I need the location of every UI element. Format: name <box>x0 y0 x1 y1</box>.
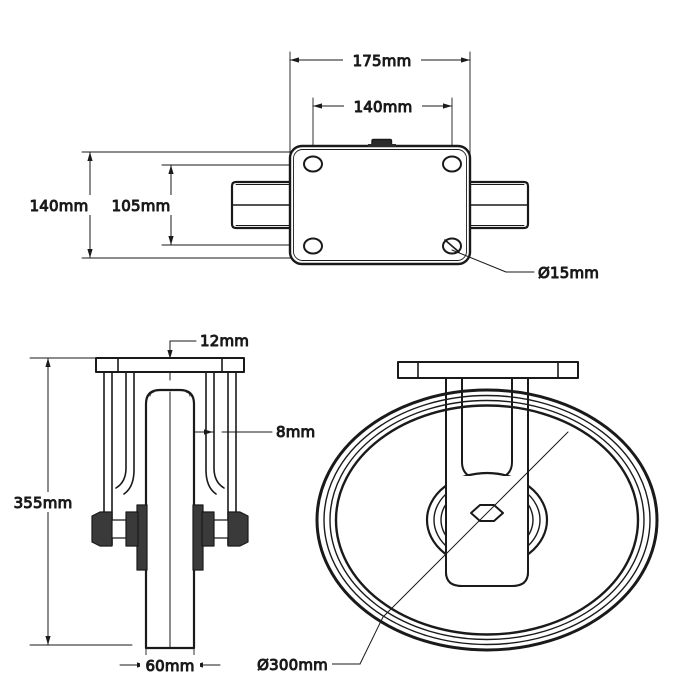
top-view-extension-lines <box>81 51 471 259</box>
side-view-top-plate <box>95 357 245 373</box>
dimension-label-12mm: 12mm <box>200 332 249 350</box>
top-view-right-axle <box>466 180 530 230</box>
dimension-label-8mm: 8mm <box>276 423 315 441</box>
side-view-fork-left <box>103 371 135 546</box>
dimension-wheel-diameter-300mm: Ø300mm <box>248 431 569 675</box>
top-view-group: 175mm 140mm 140mm 10 <box>20 50 599 283</box>
dimension-105mm: 105mm <box>102 164 180 246</box>
dimension-label-175mm: 175mm <box>353 52 412 70</box>
side-view-wheel-body <box>144 388 196 650</box>
top-view-bolt-holes <box>303 155 462 255</box>
front-view-group: Ø300mm <box>248 361 659 675</box>
dimension-12mm: 12mm <box>167 332 249 381</box>
dimension-label-300mm: Ø300mm <box>257 656 328 674</box>
dimension-355mm: 355mm <box>3 357 133 646</box>
dimension-140mm-width: 140mm <box>20 151 98 259</box>
dimension-8mm: 8mm <box>192 423 316 442</box>
dimension-label-60mm: 60mm <box>145 657 194 675</box>
side-view-hub-assembly <box>91 504 249 571</box>
dimension-label-15mm: Ø15mm <box>538 264 599 282</box>
dimension-label-355mm: 355mm <box>14 494 73 512</box>
dimension-label-140mm-length: 140mm <box>354 98 413 116</box>
top-view-plate-tab <box>368 138 396 147</box>
dimension-175mm: 175mm <box>289 50 471 71</box>
front-view-fork-overlay <box>445 469 529 587</box>
dimension-hole-diameter-15mm: Ø15mm <box>444 239 599 283</box>
dimension-60mm: 60mm <box>119 647 221 676</box>
front-view-top-plate <box>397 361 579 379</box>
dimension-label-105mm: 105mm <box>112 197 171 215</box>
top-view-left-axle <box>230 180 294 230</box>
dimension-label-140mm-width: 140mm <box>30 197 89 215</box>
dimension-140mm-length: 140mm <box>312 96 453 117</box>
side-view-group: 355mm 12mm 8mm <box>3 332 316 676</box>
